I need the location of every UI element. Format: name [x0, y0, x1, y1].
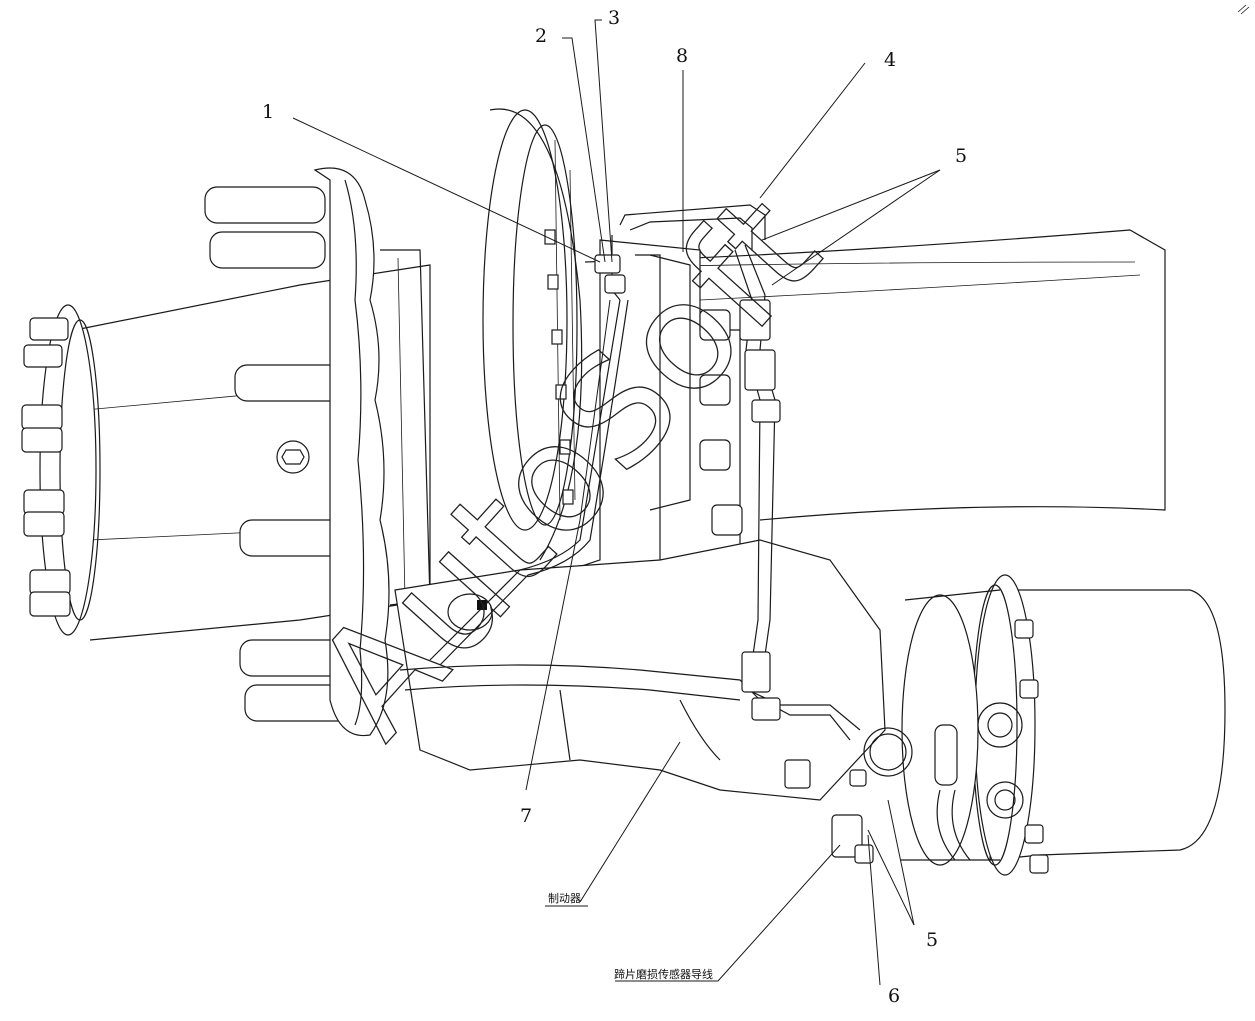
- callout-5-upper: 5: [955, 145, 967, 167]
- leader-lines: [292, 19, 941, 986]
- brake-drum: [482, 108, 583, 561]
- label-brake: 制动器: [548, 892, 581, 905]
- brake-chamber: [900, 574, 1226, 876]
- wheel-hub: [21, 264, 431, 641]
- wheel-studs: [204, 186, 351, 722]
- callout-1: 1: [262, 101, 274, 123]
- callout-6: 6: [888, 985, 900, 1007]
- wheel-flange: [313, 167, 431, 737]
- corner-mark: [1237, 4, 1250, 15]
- callout-5-lower: 5: [926, 929, 938, 951]
- callout-8: 8: [676, 45, 688, 67]
- callout-3: 3: [608, 7, 620, 29]
- label-wear-sensor-wire: 蹄片磨损传感器导线: [614, 967, 713, 981]
- hub-flange-bolts: [21, 317, 71, 617]
- callout-4: 4: [884, 49, 896, 71]
- callout-2: 2: [535, 25, 547, 47]
- callout-7: 7: [520, 805, 532, 827]
- sensor-wire-harness: [429, 204, 913, 864]
- brake-caliper: [394, 539, 886, 801]
